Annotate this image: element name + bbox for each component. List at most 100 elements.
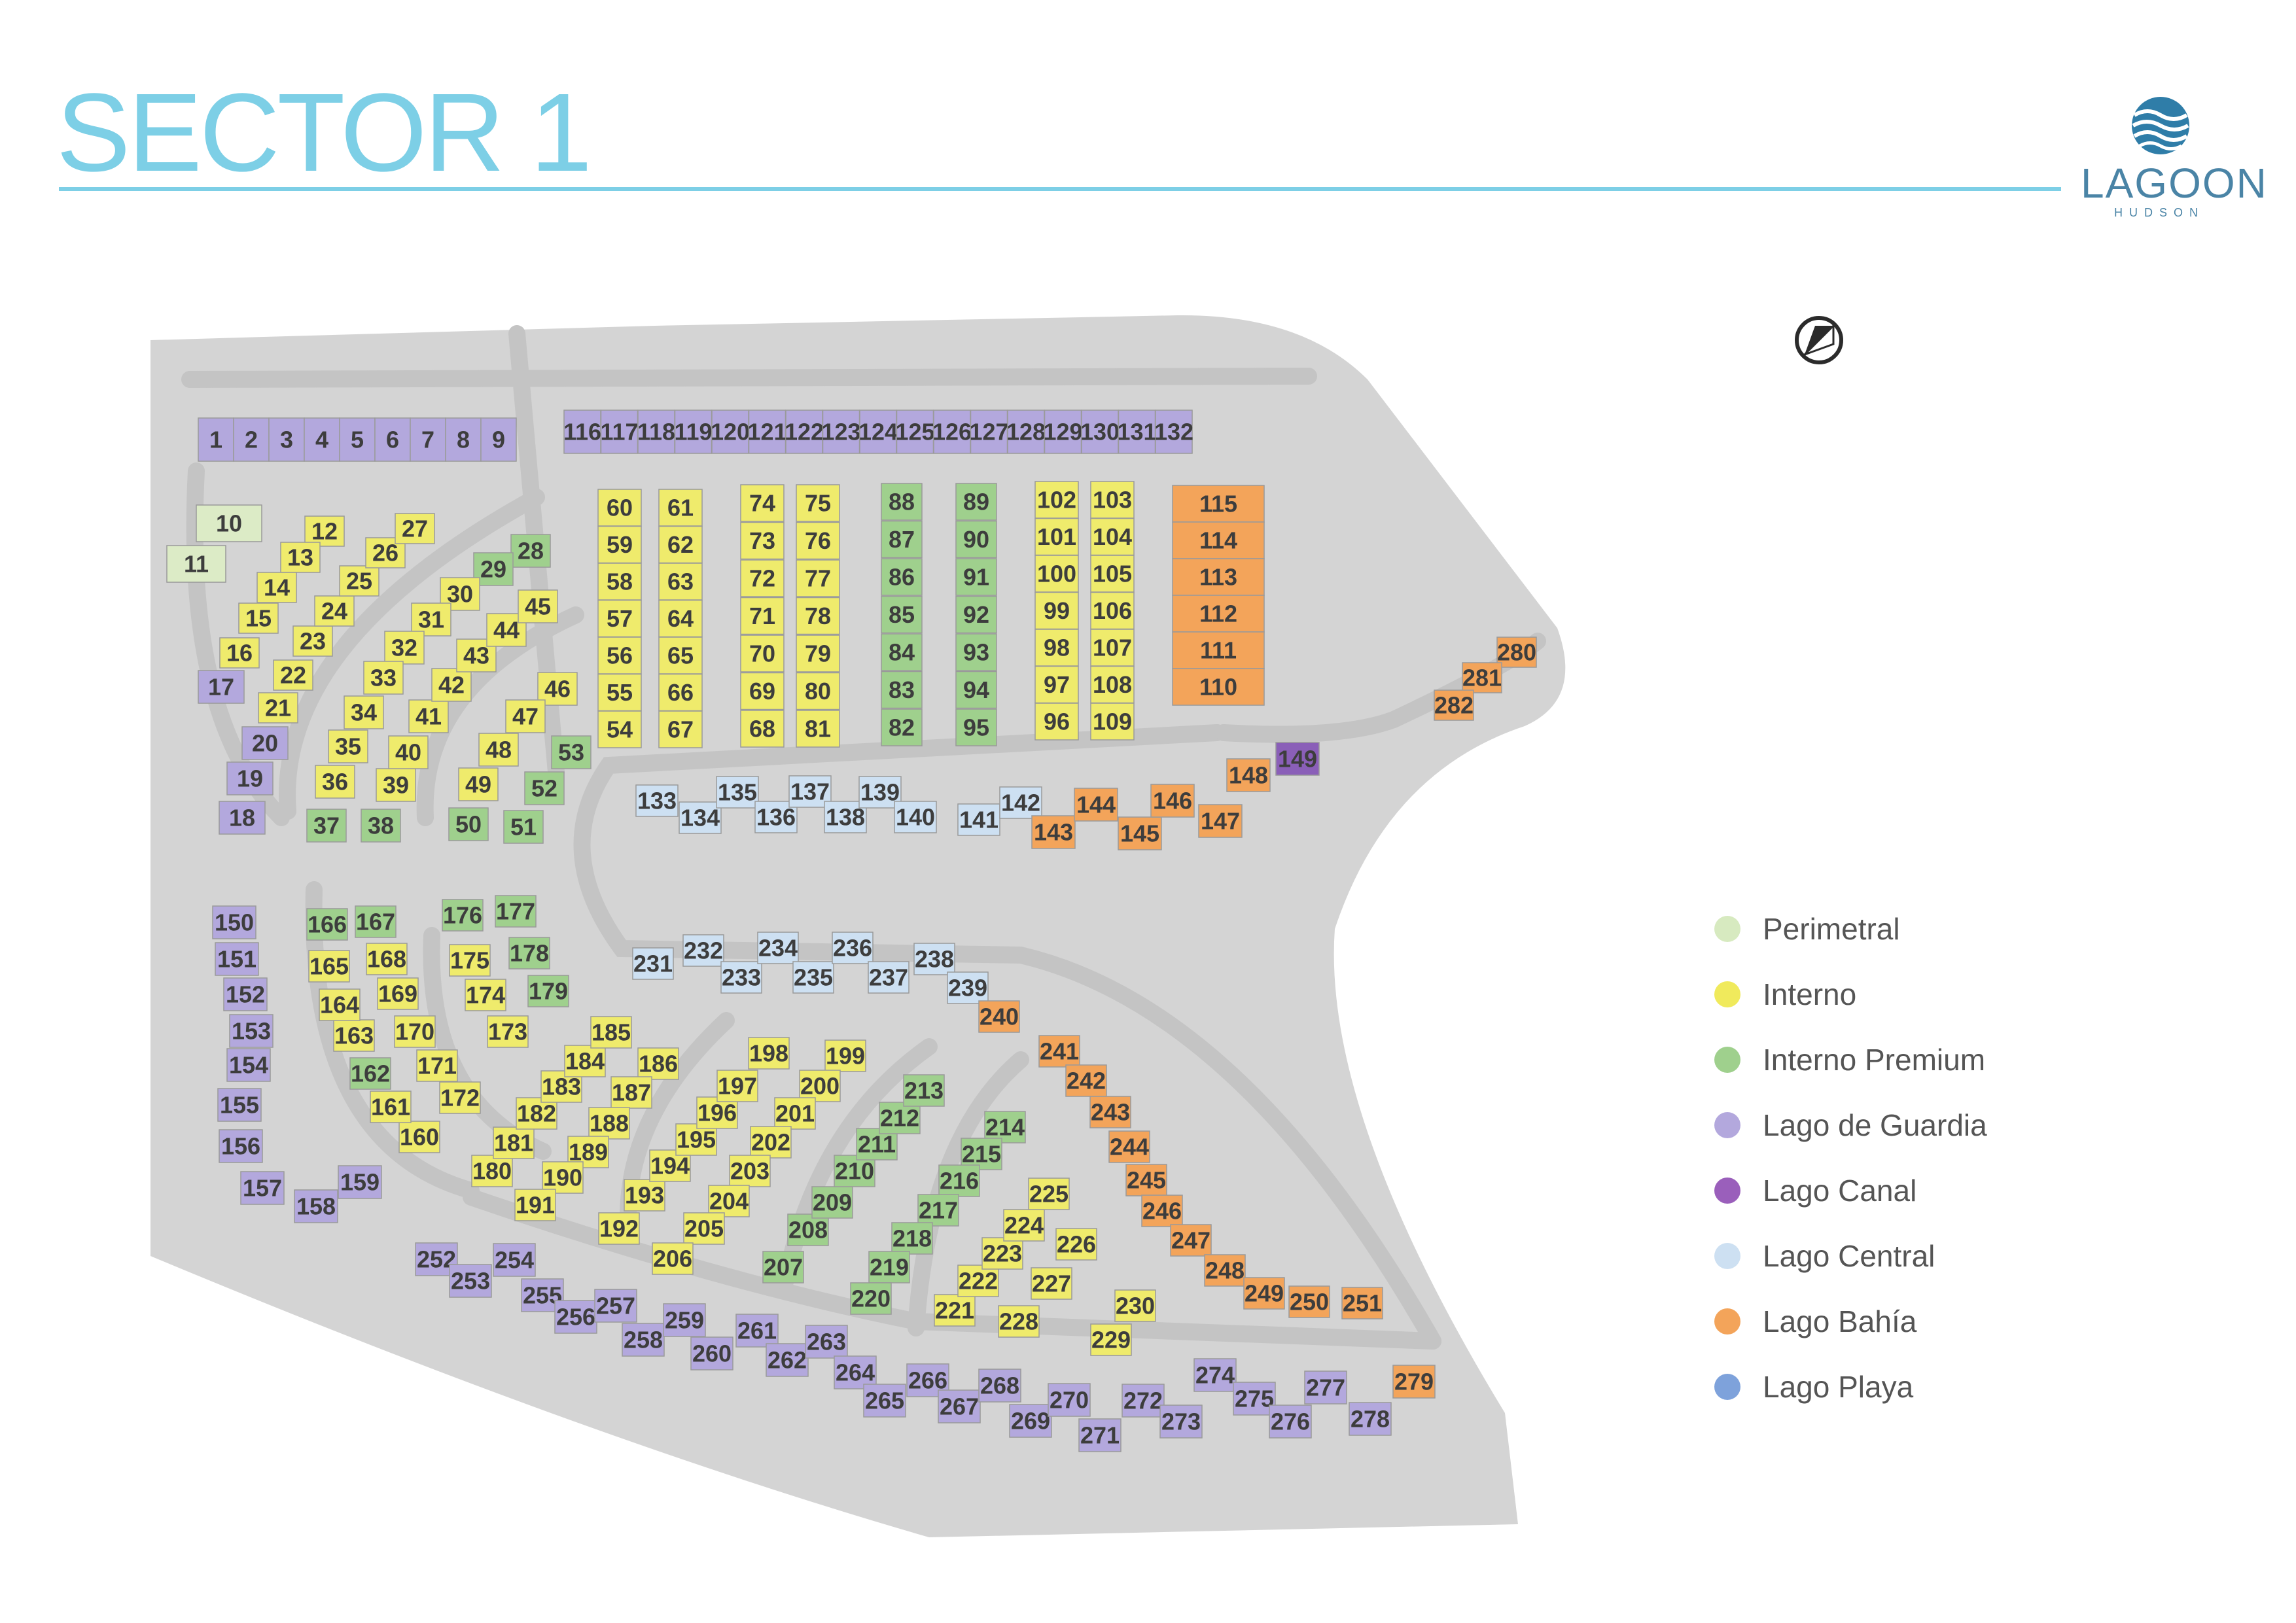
lot-parcel bbox=[514, 1189, 556, 1221]
lot-parcel bbox=[675, 1123, 717, 1156]
lot-64: 64 bbox=[658, 599, 703, 638]
lot-parcel bbox=[748, 1037, 790, 1070]
legend-label: Perimetral bbox=[1763, 912, 1900, 946]
lot-222: 222 bbox=[957, 1265, 999, 1297]
lot-number: 240 bbox=[980, 1003, 1019, 1030]
lot-198: 198 bbox=[748, 1037, 790, 1070]
lot-parcel bbox=[597, 673, 642, 712]
lot-253: 253 bbox=[449, 1264, 492, 1298]
lot-257: 257 bbox=[594, 1289, 637, 1323]
lot-parcel bbox=[449, 1264, 492, 1298]
lot-99: 99 bbox=[1034, 591, 1079, 630]
lot-11: 11 bbox=[166, 545, 226, 583]
lot-parcel bbox=[366, 943, 408, 975]
lot-154: 154 bbox=[226, 1048, 271, 1082]
lot-parcel bbox=[1275, 742, 1320, 776]
lot-parcel bbox=[955, 558, 997, 596]
lot-number: 217 bbox=[919, 1197, 958, 1224]
lot-parcel bbox=[1141, 1195, 1183, 1227]
lot-number: 227 bbox=[1032, 1270, 1071, 1297]
lot-parcel bbox=[796, 521, 840, 560]
lot-264: 264 bbox=[834, 1355, 877, 1389]
lot-166: 166 bbox=[306, 908, 348, 941]
lot-parcel bbox=[955, 671, 997, 709]
lot-number: 70 bbox=[749, 640, 775, 667]
lot-parcel bbox=[881, 671, 923, 709]
lot-226: 226 bbox=[1055, 1228, 1097, 1261]
lot-93: 93 bbox=[955, 633, 997, 671]
lot-parcel bbox=[785, 410, 823, 454]
lot-233: 233 bbox=[720, 961, 762, 994]
lot-parcel bbox=[947, 971, 989, 1004]
lot-parcel bbox=[658, 637, 703, 674]
lot-201: 201 bbox=[774, 1097, 816, 1130]
lot-33: 33 bbox=[363, 661, 404, 695]
lot-number: 101 bbox=[1037, 523, 1076, 550]
north-arrow-icon bbox=[1795, 316, 1843, 364]
lot-177: 177 bbox=[495, 895, 537, 928]
lot-1: 1 bbox=[198, 417, 234, 462]
lot-199: 199 bbox=[824, 1039, 866, 1072]
lot-parcel bbox=[238, 602, 279, 634]
lot-number: 265 bbox=[865, 1387, 904, 1414]
lot-121: 121 bbox=[747, 410, 787, 454]
lot-138: 138 bbox=[824, 801, 867, 833]
lot-84: 84 bbox=[881, 633, 923, 671]
lot-number: 218 bbox=[892, 1225, 932, 1252]
lot-4: 4 bbox=[304, 417, 340, 462]
lot-208: 208 bbox=[787, 1213, 829, 1246]
lot-number: 264 bbox=[836, 1359, 875, 1386]
lot-144: 144 bbox=[1074, 788, 1118, 822]
lot-number: 76 bbox=[805, 527, 831, 554]
lot-number: 171 bbox=[417, 1053, 457, 1079]
lot-number: 124 bbox=[858, 419, 898, 445]
lot-number: 183 bbox=[542, 1073, 581, 1100]
lot-number: 149 bbox=[1278, 746, 1317, 773]
lot-parcel bbox=[377, 977, 419, 1010]
lot-number: 215 bbox=[962, 1141, 1001, 1168]
lot-parcel bbox=[1090, 703, 1135, 741]
lot-254: 254 bbox=[493, 1243, 536, 1277]
lot-number: 55 bbox=[607, 679, 633, 706]
lot-parcel bbox=[1172, 631, 1265, 669]
lot-171: 171 bbox=[416, 1049, 458, 1082]
lot-73: 73 bbox=[740, 521, 785, 560]
lot-parcel bbox=[439, 1081, 481, 1114]
lot-parcel bbox=[374, 417, 411, 462]
lot-number: 253 bbox=[451, 1268, 490, 1295]
lot-parcel bbox=[505, 699, 546, 733]
legend-swatch bbox=[1714, 1374, 1740, 1400]
lot-96: 96 bbox=[1034, 703, 1079, 741]
lot-parcel bbox=[711, 410, 749, 454]
lot-number: 47 bbox=[512, 703, 539, 730]
lot-number: 136 bbox=[756, 804, 796, 831]
lot-41: 41 bbox=[408, 699, 449, 733]
lot-107: 107 bbox=[1090, 629, 1135, 667]
lot-parcel bbox=[226, 1048, 271, 1082]
lot-parcel bbox=[652, 1242, 694, 1275]
lot-19: 19 bbox=[226, 761, 274, 795]
lot-12: 12 bbox=[304, 515, 345, 547]
lot-207: 207 bbox=[762, 1251, 804, 1283]
brand-name: LAGOON bbox=[2081, 160, 2268, 207]
lot-128: 128 bbox=[1006, 410, 1046, 454]
lot-number: 123 bbox=[821, 419, 860, 445]
lot-108: 108 bbox=[1090, 665, 1135, 704]
legend-swatch bbox=[1714, 981, 1740, 1007]
lot-parcel bbox=[1034, 517, 1079, 556]
lot-276: 276 bbox=[1269, 1405, 1312, 1439]
lot-parcel bbox=[811, 1186, 853, 1219]
lot-parcel bbox=[503, 810, 544, 844]
lot-129: 129 bbox=[1043, 410, 1083, 454]
lot-parcel bbox=[304, 417, 340, 462]
lot-229: 229 bbox=[1090, 1323, 1132, 1356]
lot-number: 251 bbox=[1343, 1290, 1382, 1317]
lot-40: 40 bbox=[388, 735, 429, 769]
lot-157: 157 bbox=[240, 1171, 285, 1205]
lot-24: 24 bbox=[314, 595, 355, 627]
lot-42: 42 bbox=[431, 668, 472, 702]
lot-45: 45 bbox=[518, 589, 558, 623]
lot-number: 97 bbox=[1044, 671, 1070, 698]
lot-270: 270 bbox=[1048, 1383, 1091, 1417]
lot-113: 113 bbox=[1172, 558, 1265, 596]
